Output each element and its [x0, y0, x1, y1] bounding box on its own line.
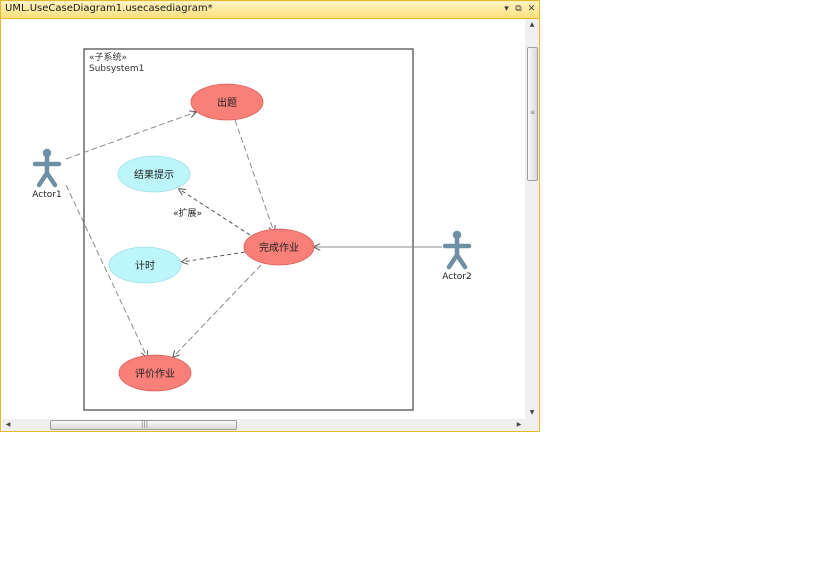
document-title: UML.UseCaseDiagram1.usecasediagram*: [5, 3, 213, 14]
extend-wancheng-jieguo[interactable]: [179, 189, 251, 236]
use-case-wancheng-zuoye-shape: [243, 228, 315, 266]
dropdown-arrow-icon[interactable]: ▾: [504, 4, 509, 14]
document-tab-titlebar[interactable]: UML.UseCaseDiagram1.usecasediagram* ▾ ⧉ …: [1, 1, 539, 19]
use-case-chuti-shape: [190, 83, 264, 121]
use-case-pingjia-zuoye-shape: [118, 354, 192, 392]
actor-actor1-label: Actor1: [32, 190, 61, 200]
restore-window-icon[interactable]: ⧉: [515, 4, 522, 14]
use-case-chuti[interactable]: 出题: [190, 83, 264, 121]
use-case-wancheng-zuoye[interactable]: 完成作业: [243, 228, 315, 266]
extend-label: «扩展»: [173, 207, 202, 219]
association-actor1-chuti[interactable]: [65, 112, 196, 160]
dependency-wancheng-pingjia[interactable]: [173, 264, 262, 357]
include-wancheng-jishi[interactable]: [182, 251, 246, 262]
use-case-jieguo-tishi-shape: [117, 155, 191, 193]
use-case-wancheng-zuoye-label: 完成作业: [259, 241, 299, 254]
scrollbar-corner: [525, 419, 539, 431]
use-case-jieguo-tishi-label: 结果提示: [134, 168, 174, 181]
actor-actor1-stick-figure-icon: [32, 148, 62, 188]
actor-actor2[interactable]: Actor2: [442, 230, 472, 282]
use-case-pingjia-zuoye[interactable]: 评价作业: [118, 354, 192, 392]
actor-actor1-body: [32, 154, 62, 188]
use-case-pingjia-zuoye-label: 评价作业: [135, 368, 175, 380]
horizontal-scroll-thumb[interactable]: |||: [50, 420, 237, 430]
use-case-jishi[interactable]: 计时: [108, 246, 182, 284]
horizontal-grip-icon: |||: [141, 420, 149, 428]
scroll-left-arrow-icon[interactable]: ◀: [5, 421, 11, 428]
subsystem-name: Subsystem1: [89, 64, 144, 74]
vertical-grip-icon: ≡: [530, 109, 536, 116]
use-case-jishi-label: 计时: [135, 259, 155, 272]
actor-actor1[interactable]: Actor1: [32, 148, 62, 200]
actor-actor2-head: [452, 230, 462, 240]
use-case-jieguo-tishi[interactable]: 结果提示: [117, 155, 191, 193]
subsystem-stereotype: «子系统»: [89, 51, 127, 63]
actor-actor2-body: [442, 236, 472, 270]
use-case-jishi-shape: [108, 246, 182, 284]
document-window: UML.UseCaseDiagram1.usecasediagram* ▾ ⧉ …: [0, 0, 540, 432]
scroll-right-arrow-icon[interactable]: ▶: [516, 421, 522, 428]
use-case-diagram: «子系统» Subsystem1 «扩展» 出题 结果提示 完成作业: [32, 48, 472, 411]
scroll-down-arrow-icon[interactable]: ▼: [529, 409, 535, 416]
close-window-icon[interactable]: ✕: [527, 4, 536, 14]
actor-actor1-head: [42, 148, 52, 158]
association-actor1-pingjia[interactable]: [65, 184, 147, 357]
diagram-canvas[interactable]: «子系统» Subsystem1 «扩展» 出题 结果提示 完成作业: [2, 19, 525, 419]
actor-actor2-label: Actor2: [442, 272, 471, 282]
dependency-chuti-wancheng[interactable]: [234, 119, 274, 232]
vertical-scrollbar[interactable]: ▲ ≡ ▼: [525, 19, 539, 419]
actor-actor2-stick-figure-icon: [442, 230, 472, 270]
use-case-chuti-label: 出题: [217, 96, 237, 109]
vertical-scroll-thumb[interactable]: ≡: [527, 47, 538, 181]
scroll-up-arrow-icon[interactable]: ▲: [529, 21, 535, 28]
horizontal-scrollbar[interactable]: ◀ ||| ▶: [2, 419, 525, 431]
